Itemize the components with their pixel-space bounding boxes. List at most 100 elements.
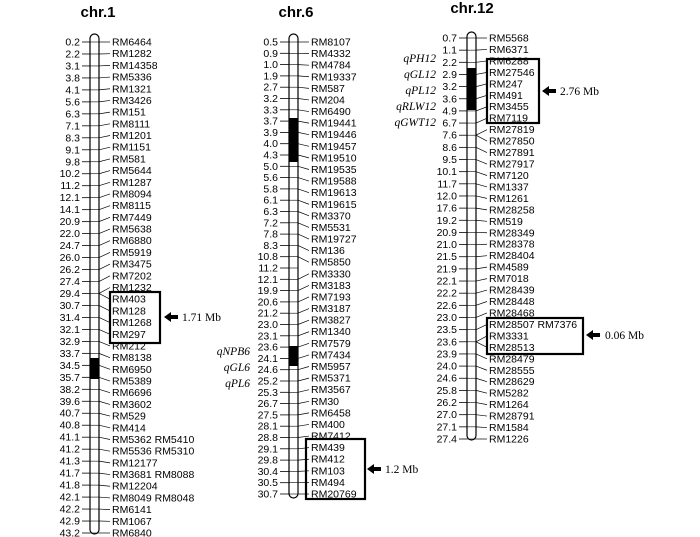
marker-connector bbox=[475, 83, 488, 87]
marker-label: RM28479 bbox=[489, 353, 535, 365]
marker-connector bbox=[297, 245, 310, 251]
marker-label: RM19457 bbox=[311, 141, 357, 153]
marker-label: RM3475 bbox=[112, 259, 152, 271]
qtl-label: qNPB6 bbox=[217, 346, 250, 358]
marker-connector bbox=[475, 94, 488, 100]
left-arrow-icon bbox=[586, 330, 600, 340]
map-position-label: 0.5 bbox=[263, 37, 278, 49]
map-position-label: 25.8 bbox=[437, 385, 458, 397]
marker-label: RM297 bbox=[112, 329, 146, 341]
marker-connector bbox=[475, 301, 488, 306]
map-position-label: 23.9 bbox=[437, 348, 458, 360]
map-position-label: 6.7 bbox=[442, 118, 457, 130]
chromosome-bar bbox=[89, 33, 100, 535]
marker-connector bbox=[297, 308, 310, 314]
marker-connector bbox=[98, 146, 111, 151]
marker-label: RM19446 bbox=[311, 129, 357, 141]
marker-label: RM5957 bbox=[311, 361, 351, 373]
marker-label: RM1340 bbox=[311, 326, 351, 338]
map-position-label: 23.0 bbox=[437, 312, 458, 324]
map-position-label: 23.6 bbox=[258, 342, 279, 354]
qtl-label: qGL12 bbox=[404, 69, 436, 81]
marker-label: RM7193 bbox=[311, 291, 351, 303]
marker-connector bbox=[475, 365, 488, 371]
map-position-label: 1.9 bbox=[263, 70, 278, 82]
marker-connector bbox=[297, 177, 310, 182]
marker-connector bbox=[297, 273, 310, 280]
marker-connector bbox=[297, 98, 310, 101]
marker-label: RM4332 bbox=[311, 48, 351, 60]
map-position-label: 20.9 bbox=[437, 227, 458, 239]
chromosome-title: chr.12 bbox=[450, 0, 493, 17]
map-position-label: 40.8 bbox=[60, 420, 81, 432]
marker-label: RM3370 bbox=[311, 210, 351, 222]
marker-connector bbox=[98, 448, 111, 452]
marker-label: RM7202 bbox=[112, 270, 152, 282]
marker-connector bbox=[98, 436, 111, 440]
marker-connector bbox=[98, 317, 111, 323]
marker-label: RM28349 bbox=[489, 227, 535, 239]
map-position-label: 6.3 bbox=[263, 206, 278, 218]
marker-connector bbox=[297, 132, 310, 136]
marker-connector bbox=[98, 329, 111, 335]
map-position-label: 40.7 bbox=[60, 408, 81, 420]
marker-connector bbox=[297, 296, 310, 303]
marker-label: RM1337 bbox=[489, 181, 529, 193]
map-position-label: 32.9 bbox=[60, 336, 81, 348]
marker-connector bbox=[475, 134, 488, 142]
marker-label: RM28513 bbox=[489, 342, 535, 354]
marker-label: RM12204 bbox=[112, 481, 158, 493]
marker-label: RM204 bbox=[311, 94, 345, 106]
marker-label: RM3681 RM8088 bbox=[112, 469, 194, 481]
marker-label: RM7449 bbox=[112, 212, 152, 224]
marker-label: RM5336 bbox=[112, 72, 152, 84]
marker-connector bbox=[475, 402, 488, 405]
map-position-label: 3.2 bbox=[263, 93, 278, 105]
qtl-region-box bbox=[485, 57, 541, 125]
map-position-label: 6.1 bbox=[263, 195, 278, 207]
marker-label: RM30 bbox=[311, 396, 339, 408]
marker-label: RM3330 bbox=[311, 268, 351, 280]
map-position-label: 14.1 bbox=[60, 204, 81, 216]
marker-label: RM5362 RM5410 bbox=[112, 434, 194, 446]
interval-size-label: 1.71 Mb bbox=[182, 312, 221, 324]
map-position-label: 24.6 bbox=[437, 373, 458, 385]
map-position-label: 11.2 bbox=[60, 180, 80, 192]
marker-connector bbox=[98, 460, 111, 464]
marker-label: RM5371 bbox=[311, 373, 351, 385]
map-position-label: 10.8 bbox=[258, 251, 279, 263]
map-position-label: 1.1 bbox=[442, 45, 457, 57]
marker-connector bbox=[98, 472, 111, 475]
marker-connector bbox=[297, 86, 310, 89]
marker-label: RM6288 bbox=[489, 55, 529, 67]
marker-connector bbox=[98, 496, 111, 499]
map-position-label: 28.1 bbox=[258, 421, 279, 433]
map-position-label: 5.6 bbox=[65, 96, 80, 108]
marker-connector bbox=[98, 228, 111, 234]
map-position-label: 12.1 bbox=[258, 274, 279, 286]
marker-connector bbox=[98, 508, 111, 510]
marker-label: RM3331 bbox=[489, 330, 529, 342]
map-position-label: 29.4 bbox=[60, 288, 81, 300]
map-position-label: 26.0 bbox=[60, 252, 81, 264]
qtl-label: qPH12 bbox=[403, 53, 436, 65]
marker-connector bbox=[98, 193, 111, 199]
marker-label: RM19615 bbox=[311, 199, 357, 211]
left-arrow-icon bbox=[367, 464, 381, 474]
marker-label: RM28404 bbox=[489, 250, 535, 262]
map-position-label: 22.6 bbox=[437, 300, 458, 312]
map-position-label: 4.0 bbox=[263, 138, 278, 150]
map-position-label: 24.0 bbox=[437, 361, 458, 373]
marker-label: RM4784 bbox=[311, 60, 351, 72]
marker-layer: 0.22.23.13.84.15.66.37.18.39.19.810.211.… bbox=[60, 33, 578, 537]
qtl-interval-block bbox=[467, 68, 476, 110]
map-position-label: 30.4 bbox=[258, 466, 279, 478]
marker-label: RM8138 bbox=[112, 352, 152, 364]
marker-label: RM439 bbox=[311, 442, 345, 454]
marker-connector bbox=[475, 426, 488, 428]
marker-label: RM7412 bbox=[311, 431, 351, 443]
map-position-label: 42.1 bbox=[60, 492, 81, 504]
marker-connector bbox=[297, 199, 310, 205]
map-position-label: 23.0 bbox=[258, 319, 279, 331]
marker-connector bbox=[297, 154, 310, 159]
